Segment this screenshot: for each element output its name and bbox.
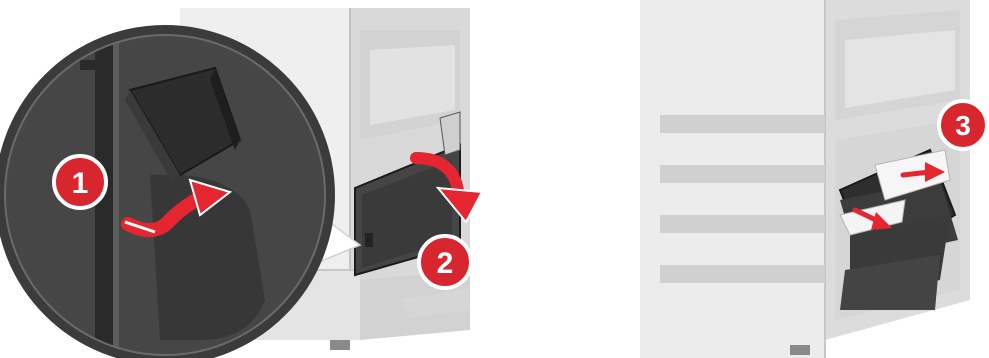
printer-door-illustration: 1 2 [0, 0, 520, 358]
step-1-badge: 1 [54, 156, 106, 208]
svg-text:3: 3 [955, 110, 971, 141]
printer-paper-jam-illustration: 3 [640, 0, 989, 358]
svg-text:2: 2 [437, 247, 454, 280]
step-3-badge: 3 [939, 101, 987, 149]
latch-zoom-inset [0, 30, 330, 358]
step-illustration-remove-paper: 3 [640, 0, 989, 358]
step-2-badge: 2 [419, 236, 471, 288]
svg-text:1: 1 [72, 167, 89, 200]
step-illustration-open-door: 1 2 [0, 0, 520, 358]
